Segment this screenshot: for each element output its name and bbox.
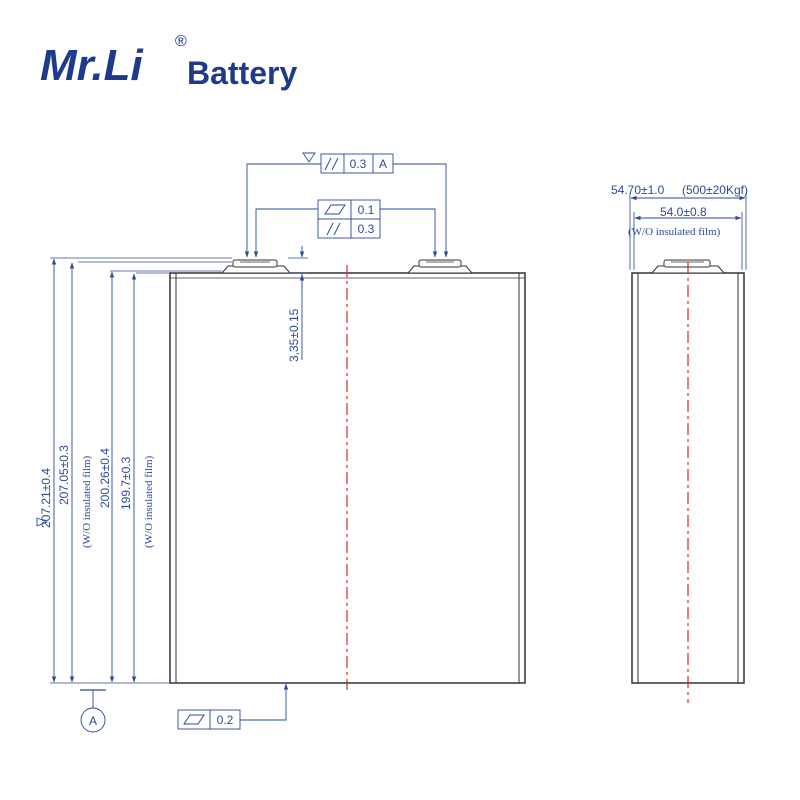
fcf-parallelism-2-value: 0.3 [358,222,375,236]
dim-height-total-no-film: 207.05±0.3 [57,445,71,505]
fcf-terminal-parallelism-2: 0.3 [317,218,381,239]
dim-height-total: 207.21±0.4 [39,468,53,528]
film-note-2: (W/O insulated film) [143,455,155,548]
fcf-terminal-parallelism: 0.3 A [302,152,394,174]
leader-lines-parallelism [244,163,449,258]
datum-triangle-icon [36,517,49,527]
parallelism-icon [326,222,334,236]
dim-terminal-height: 3,35±0.15 [287,308,301,362]
brand-suffix: Battery [187,55,297,91]
registered-mark: ® [175,33,187,50]
width-extension-lines [629,193,747,270]
fcf-bottom-flatness: 0.2 [177,709,241,730]
terminal-left [220,259,292,274]
fcf-bottom-value: 0.2 [217,713,234,727]
datum-a-symbol: A [80,689,106,733]
brand-name: Mr.Li [40,41,143,90]
compression-force: (500±20Kgf) [682,183,748,197]
front-view: 207.21±0.4 207.05±0.3 (W/O insulated fil… [36,152,526,733]
datum-triangle-icon [302,152,316,163]
brand-logo: Mr.Li ® Battery [40,33,297,91]
fcf-datum: A [379,157,387,171]
side-view: 54.70±1.0 (500±20Kgf) 54.0±0.8 (W/O insu… [611,183,748,703]
flatness-icon [183,714,205,725]
terminal-right [406,259,474,274]
fcf-terminal-flatness: 0.1 [317,199,381,220]
dim-height-body: 200.26±0.4 [98,448,112,508]
film-note-1: (W/O insulated film) [81,455,93,548]
dim-height-body-no-film: 199.7±0.3 [119,456,133,510]
dim-thickness-compressed: 54.70±1.0 [611,183,665,197]
datum-label: A [89,714,97,728]
dim-thickness-nominal: 54.0±0.8 [660,205,707,219]
flatness-icon [324,204,346,215]
fcf-flatness-value: 0.1 [358,203,375,217]
extension-lines [50,257,308,684]
parallelism-icon [324,157,332,171]
fcf-value: 0.3 [350,157,367,171]
side-film-note: (W/O insulated film) [628,226,721,238]
height-dim-lines [51,258,137,683]
leader-lines-flatness [253,208,438,258]
leader-line-bottom [240,683,289,721]
